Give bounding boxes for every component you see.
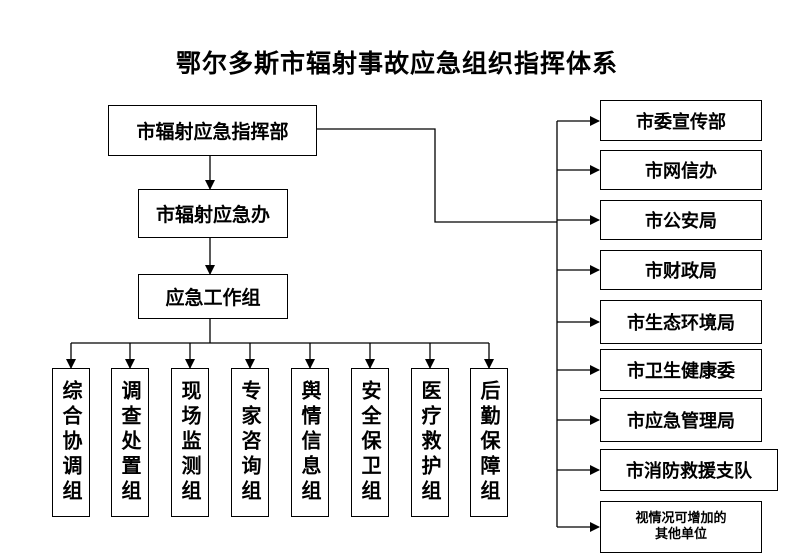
command-box: 市辐射应急指挥部: [108, 105, 317, 156]
dept-box: 市生态环境局: [600, 300, 762, 344]
dept-box: 市公安局: [600, 200, 762, 240]
diagram-title: 鄂尔多斯市辐射事故应急组织指挥体系: [175, 49, 618, 78]
dept-box: 市卫生健康委: [600, 349, 762, 391]
group-box: 医疗救护组: [411, 368, 449, 517]
group-box: 现场监测组: [171, 368, 209, 517]
dept-box: 市应急管理局: [600, 398, 762, 442]
command-to-dept-connector: [317, 128, 557, 223]
dept-box: 市网信办: [600, 150, 762, 190]
dept-box: 市消防救援支队: [600, 449, 778, 491]
group-box: 舆情信息组: [291, 368, 329, 517]
group-box: 调查处置组: [111, 368, 149, 517]
group-box: 专家咨询组: [231, 368, 269, 517]
office-box: 市辐射应急办: [138, 189, 288, 238]
group-box: 综合协调组: [52, 368, 90, 517]
group-box: 安全保卫组: [351, 368, 389, 517]
dept-box-other: 视情况可增加的 其他单位: [600, 501, 762, 553]
group-box: 后勤保障组: [470, 368, 508, 517]
dept-box: 市委宣传部: [600, 100, 762, 141]
dept-box: 市财政局: [600, 250, 762, 290]
work-group-box: 应急工作组: [138, 274, 288, 319]
